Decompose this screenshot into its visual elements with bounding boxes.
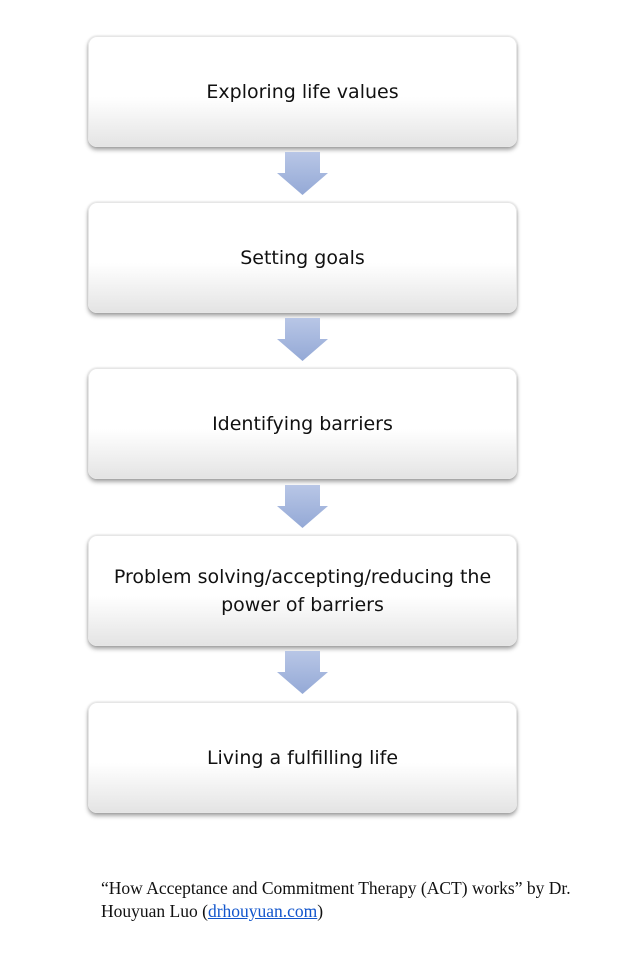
step-box-4: Problem solving/accepting/reducing the p… bbox=[88, 535, 517, 646]
step-box-5: Living a fulfilling life bbox=[88, 702, 517, 813]
down-arrow-icon bbox=[277, 485, 328, 528]
step-box-2: Setting goals bbox=[88, 202, 517, 313]
step-label: Problem solving/accepting/reducing the p… bbox=[113, 565, 492, 616]
caption: “How Acceptance and Commitment Therapy (… bbox=[101, 878, 571, 921]
down-arrow-icon bbox=[277, 152, 328, 195]
step-label: Exploring life values bbox=[206, 80, 399, 103]
step-label: Setting goals bbox=[240, 246, 365, 269]
step-label: Living a fulfilling life bbox=[206, 746, 399, 769]
step-box-3: Identifying barriers bbox=[88, 368, 517, 479]
down-arrow-icon bbox=[277, 651, 328, 694]
source-link[interactable]: drhouyuan.com bbox=[207, 901, 318, 921]
down-arrow-icon bbox=[277, 318, 328, 361]
step-label: Identifying barriers bbox=[212, 412, 393, 435]
step-box-1: Exploring life values bbox=[88, 36, 517, 147]
